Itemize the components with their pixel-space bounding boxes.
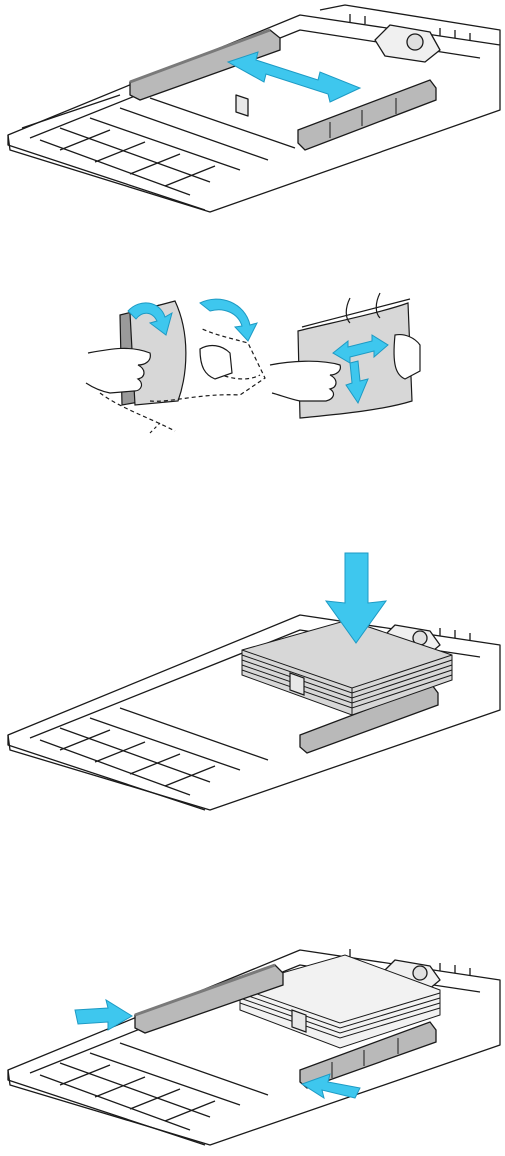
tray-illustration [0, 545, 505, 825]
tray-illustration [0, 930, 505, 1156]
step-1-adjust-guides [0, 0, 505, 225]
step-3-load-paper [0, 545, 505, 825]
step-4-guides-against-paper [0, 930, 505, 1156]
step-2-fan-paper [0, 283, 505, 438]
paper-tray [8, 614, 500, 810]
fan-paper-illustration [0, 283, 505, 438]
tray-illustration [0, 0, 505, 225]
